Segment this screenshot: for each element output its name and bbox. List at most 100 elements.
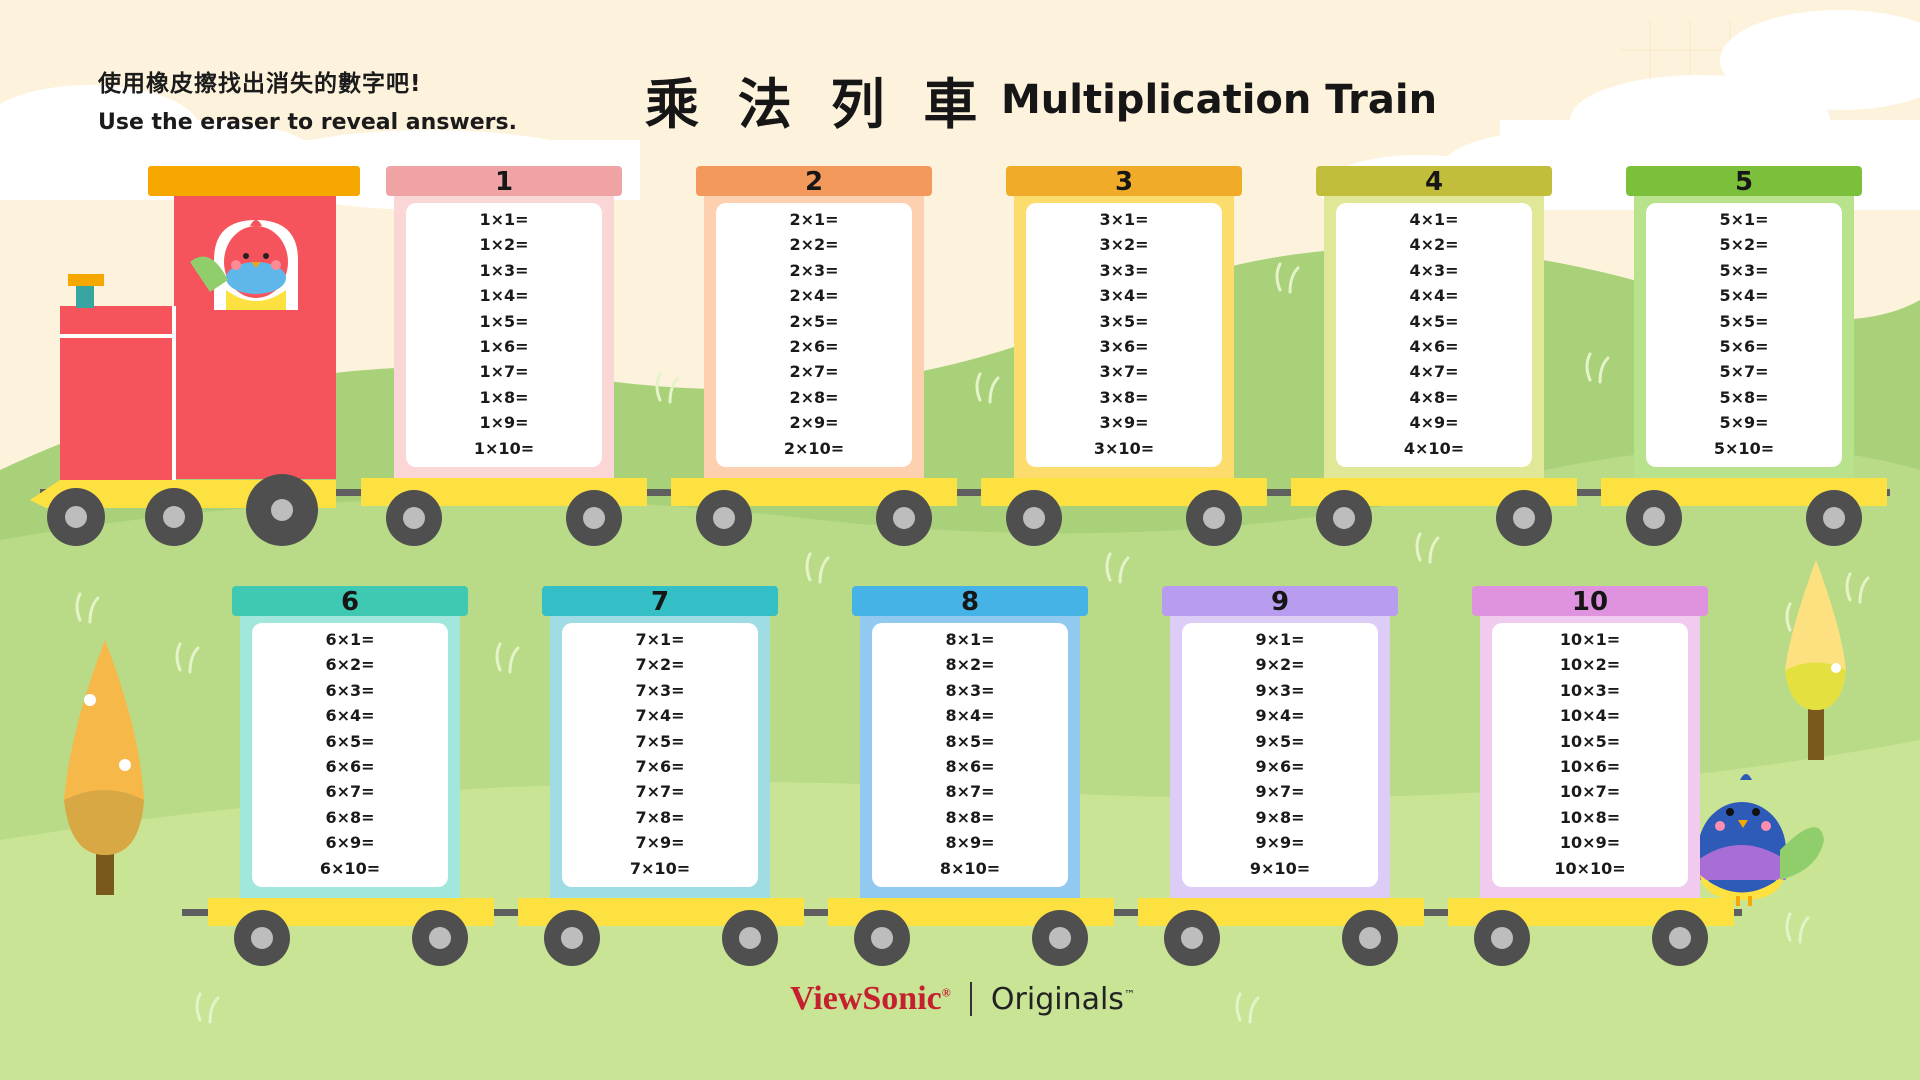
equation-row: 6×4= — [325, 706, 375, 726]
equation-row: 3×10= — [1093, 438, 1155, 458]
equation-row: 1×6= — [479, 336, 529, 356]
equation-row: 6×8= — [325, 807, 375, 827]
equation-row: 8×6= — [945, 756, 995, 776]
equation-row: 7×4= — [635, 706, 685, 726]
equation-row: 7×10= — [629, 858, 691, 878]
equation-row: 10×3= — [1559, 680, 1621, 700]
equation-row: 7×5= — [635, 731, 685, 751]
car-number-label: 7 — [542, 586, 778, 617]
car-wheels-row-2 — [234, 910, 1708, 966]
equation-row: 8×5= — [945, 731, 995, 751]
equation-row: 8×4= — [945, 706, 995, 726]
equation-row: 7×6= — [635, 756, 685, 776]
car-number-label: 5 — [1626, 166, 1862, 197]
equation-row: 1×9= — [479, 413, 529, 433]
equation-row: 9×2= — [1255, 655, 1305, 675]
equation-row: 9×9= — [1255, 833, 1305, 853]
equation-row: 5×8= — [1719, 387, 1769, 407]
equation-panel[interactable]: 7×1=7×2=7×3=7×4=7×5=7×6=7×7=7×8=7×9=7×10… — [562, 623, 758, 887]
equation-panel[interactable]: 3×1=3×2=3×3=3×4=3×5=3×6=3×7=3×8=3×9=3×10… — [1026, 203, 1222, 467]
equation-row: 4×4= — [1409, 286, 1459, 306]
brand-divider — [969, 982, 972, 1016]
equation-row: 3×7= — [1099, 362, 1149, 382]
equation-row: 9×5= — [1255, 731, 1305, 751]
equation-row: 5×10= — [1713, 438, 1775, 458]
equation-row: 1×7= — [479, 362, 529, 382]
equation-row: 8×9= — [945, 833, 995, 853]
car-number-label: 4 — [1316, 166, 1552, 197]
equation-row: 7×7= — [635, 782, 685, 802]
title-chinese: 乘 法 列 車 — [645, 73, 988, 136]
tree-right — [1785, 560, 1846, 760]
brand-logo: ViewSonic® Originals™ — [790, 980, 1135, 1018]
equation-row: 4×1= — [1409, 210, 1459, 229]
equation-row: 4×5= — [1409, 311, 1459, 331]
equation-panel[interactable]: 9×1=9×2=9×3=9×4=9×5=9×6=9×7=9×8=9×9=9×10… — [1182, 623, 1378, 887]
equation-row: 5×7= — [1719, 362, 1769, 382]
equation-row: 10×1= — [1559, 630, 1621, 649]
equation-row: 8×3= — [945, 680, 995, 700]
equation-row: 3×4= — [1099, 286, 1149, 306]
title-english: Multiplication Train — [1000, 76, 1438, 123]
equation-row: 3×9= — [1099, 413, 1149, 433]
equation-row: 9×8= — [1255, 807, 1305, 827]
instruction-chinese: 使用橡皮擦找出消失的數字吧! — [98, 71, 422, 97]
equation-panel[interactable]: 5×1=5×2=5×3=5×4=5×5=5×6=5×7=5×8=5×9=5×10… — [1646, 203, 1842, 467]
equation-row: 6×2= — [325, 655, 375, 675]
equation-row: 1×2= — [479, 235, 529, 255]
equation-row: 2×3= — [789, 260, 839, 280]
equation-row: 3×6= — [1099, 336, 1149, 356]
equation-row: 2×8= — [789, 387, 839, 407]
equation-row: 2×6= — [789, 336, 839, 356]
equation-row: 1×10= — [473, 438, 535, 458]
equation-row: 4×8= — [1409, 387, 1459, 407]
equation-row: 3×2= — [1099, 235, 1149, 255]
equation-row: 8×7= — [945, 782, 995, 802]
equation-panel[interactable]: 4×1=4×2=4×3=4×4=4×5=4×6=4×7=4×8=4×9=4×10… — [1336, 203, 1532, 467]
equation-row: 10×2= — [1559, 655, 1621, 675]
equation-row: 6×9= — [325, 833, 375, 853]
equation-row: 2×4= — [789, 286, 839, 306]
equation-row: 4×2= — [1409, 235, 1459, 255]
equation-row: 2×5= — [789, 311, 839, 331]
equation-row: 9×10= — [1249, 858, 1311, 878]
equation-row: 3×1= — [1099, 210, 1149, 229]
instructions: 使用橡皮擦找出消失的數字吧! Use the eraser to reveal … — [98, 64, 517, 135]
train-engine — [30, 166, 360, 546]
equation-panel[interactable]: 1×1=1×2=1×3=1×4=1×5=1×6=1×7=1×8=1×9=1×10… — [406, 203, 602, 467]
equation-row: 3×8= — [1099, 387, 1149, 407]
equation-row: 10×10= — [1554, 858, 1626, 878]
equation-panel[interactable]: 2×1=2×2=2×3=2×4=2×5=2×6=2×7=2×8=2×9=2×10… — [716, 203, 912, 467]
equation-row: 3×3= — [1099, 260, 1149, 280]
equation-row: 4×9= — [1409, 413, 1459, 433]
equation-row: 6×3= — [325, 680, 375, 700]
instruction-english: Use the eraser to reveal answers. — [98, 110, 517, 135]
equation-row: 2×9= — [789, 413, 839, 433]
equation-panel[interactable]: 8×1=8×2=8×3=8×4=8×5=8×6=8×7=8×8=8×9=8×10… — [872, 623, 1068, 887]
equation-row: 10×7= — [1559, 782, 1621, 802]
equation-row: 10×6= — [1559, 756, 1621, 776]
equation-row: 2×10= — [783, 438, 845, 458]
car-number-label: 1 — [386, 166, 622, 197]
equation-row: 5×3= — [1719, 260, 1769, 280]
equation-row: 7×2= — [635, 655, 685, 675]
equation-row: 5×6= — [1719, 336, 1769, 356]
equation-row: 1×3= — [479, 260, 529, 280]
equation-row: 9×1= — [1255, 630, 1305, 649]
equation-panel[interactable]: 6×1=6×2=6×3=6×4=6×5=6×6=6×7=6×8=6×9=6×10… — [252, 623, 448, 887]
equation-row: 1×4= — [479, 286, 529, 306]
equation-row: 8×2= — [945, 655, 995, 675]
car-number-label: 8 — [852, 586, 1088, 617]
equation-panel[interactable]: 10×1=10×2=10×3=10×4=10×5=10×6=10×7=10×8=… — [1492, 623, 1688, 887]
equation-row: 8×10= — [939, 858, 1001, 878]
equation-row: 6×7= — [325, 782, 375, 802]
equation-row: 6×5= — [325, 731, 375, 751]
